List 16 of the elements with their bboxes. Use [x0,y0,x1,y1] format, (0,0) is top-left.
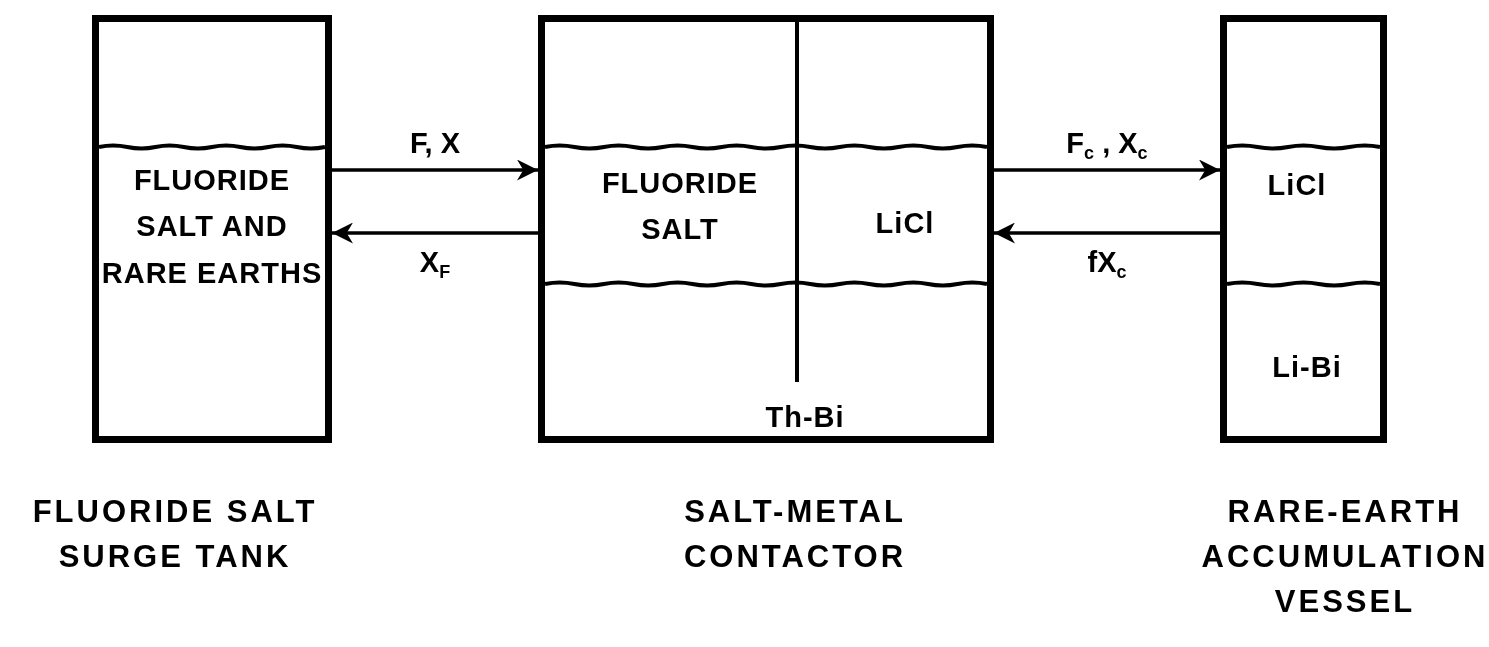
vessel-label: FLUORIDE SALT [600,166,760,248]
flow-arrow [994,222,1220,244]
vessel-label: LiCl [874,206,936,241]
vessel-box [538,15,994,443]
vessel-caption: RARE-EARTH ACCUMULATION VESSEL [1200,493,1489,621]
vessel-label: Li-Bi [1271,350,1343,385]
vessel-label: LiCl [1266,168,1328,203]
flow-arrow [332,159,538,181]
vessel-caption: SALT-METAL CONTACTOR [682,493,908,576]
flow-arrow [332,222,538,244]
vessel-box [92,15,332,443]
vessel-box [1220,15,1387,443]
vessel-label: FLUORIDE SALT AND RARE EARTHS [100,163,324,291]
vessel-caption: FLUORIDE SALT SURGE TANK [31,493,319,576]
flow-arrow [994,159,1220,181]
vessel-label: Th-Bi [764,400,846,435]
